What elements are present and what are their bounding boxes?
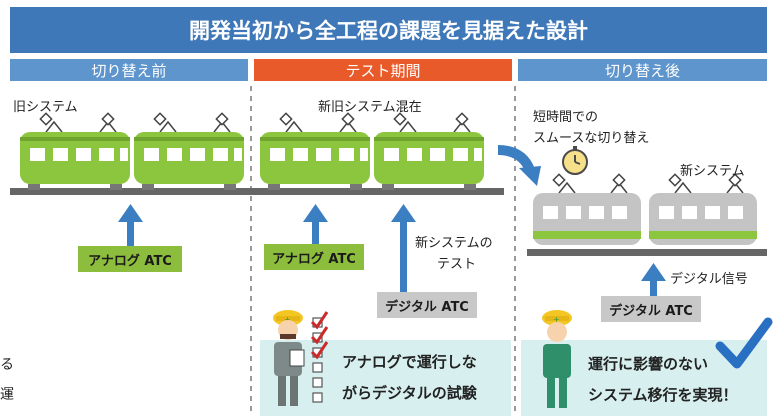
phase-test: テスト期間	[254, 59, 512, 81]
svg-text:+: +	[284, 315, 291, 324]
green-train-car-1	[19, 112, 131, 191]
arrow-digital-signal	[641, 263, 666, 296]
edge-text-1: る	[0, 357, 14, 373]
label-new-system: 新システム	[680, 164, 745, 179]
svg-text:+: +	[553, 315, 560, 324]
analog-atc-box-2: アナログ ATC	[264, 244, 364, 270]
callout-test-line2: がらデジタルの試験	[342, 384, 477, 402]
label-smooth-1: 短時間での	[533, 110, 599, 125]
arrow-digital-test	[391, 204, 416, 293]
grey-train-car-2	[648, 173, 758, 246]
transition-arrow-icon	[497, 145, 541, 186]
label-new-test-1: 新システムの	[415, 236, 493, 251]
digital-atc-box-1: デジタル ATC	[377, 292, 477, 318]
big-check-icon	[715, 317, 773, 369]
clock-icon	[562, 146, 588, 175]
checklist-icon	[312, 317, 323, 403]
callout-done-line2: システム移行を実現！	[588, 386, 738, 404]
arrow-analog-2	[303, 204, 328, 244]
edge-text-2: 運	[0, 387, 14, 403]
page-title: 開発当初から全工程の課題を見据えた設計	[10, 7, 767, 53]
green-train-car-4	[373, 112, 485, 191]
phase-after: 切り替え後	[518, 59, 767, 81]
arrow-analog-1	[118, 204, 143, 254]
worker-done-icon: +	[542, 310, 572, 408]
label-smooth-2: スムースな切り替え	[533, 131, 650, 146]
worker-test-icon: +	[273, 310, 305, 406]
digital-atc-box-2: デジタル ATC	[601, 296, 701, 322]
track-right	[527, 249, 767, 256]
callout-done-line1: 運行に影響のない	[588, 355, 709, 373]
label-digital-signal: デジタル信号	[670, 272, 748, 287]
label-new-test-2: テスト	[437, 257, 477, 272]
callout-test-line1: アナログで運行しな	[342, 353, 477, 371]
analog-atc-box-1: アナログ ATC	[78, 246, 182, 272]
track-left	[10, 188, 504, 195]
grey-train-car-1	[532, 173, 642, 246]
phase-before: 切り替え前	[10, 59, 248, 81]
red-check-icons	[310, 311, 329, 360]
label-mixed: 新旧システム混在	[318, 100, 422, 115]
green-train-car-3	[259, 112, 371, 191]
label-old-system: 旧システム	[13, 100, 78, 115]
green-train-car-2	[133, 112, 245, 191]
